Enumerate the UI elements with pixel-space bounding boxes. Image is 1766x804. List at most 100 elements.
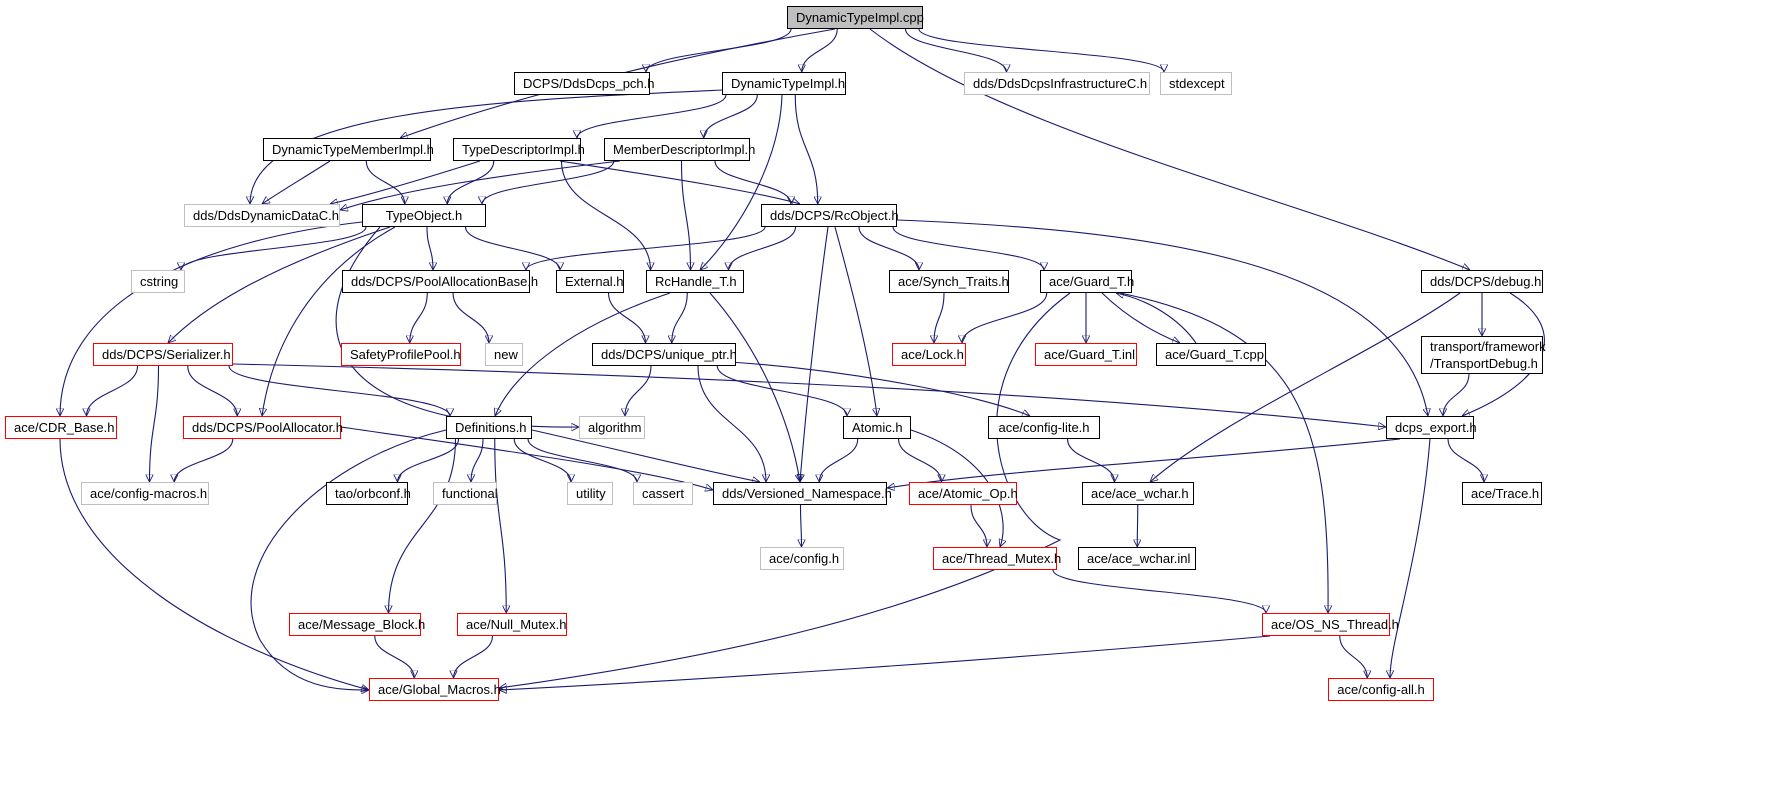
- node-null_mutex[interactable]: ace/Null_Mutex.h: [457, 613, 567, 636]
- edge-rchandle-to-versioned_namespace: [709, 292, 800, 482]
- node-external_h[interactable]: External.h: [556, 270, 624, 293]
- node-os_ns_thread[interactable]: ace/OS_NS_Thread.h: [1262, 613, 1399, 636]
- edge-definitions-to-global_macros: [250, 429, 447, 690]
- edge-root-to-stdexcept: [918, 28, 1164, 73]
- edge-guard_t_h-to-lock: [962, 292, 1048, 344]
- node-typedescriptorimpl[interactable]: TypeDescriptorImpl.h: [453, 138, 585, 161]
- edge-definitions-to-functional: [471, 438, 484, 482]
- node-functional: functional: [433, 482, 498, 505]
- node-memberdescriptorimpl[interactable]: MemberDescriptorImpl.h: [604, 138, 755, 161]
- edge-typeobject-to-poolallocator: [262, 226, 396, 416]
- edge-poolallocator-to-config_macros: [174, 438, 234, 483]
- node-infrastructurec: dds/DdsDcpsInfrastructureC.h: [964, 72, 1150, 95]
- edge-rcobject-to-dcps_export: [896, 219, 1428, 416]
- node-config_h: ace/config.h: [760, 547, 844, 570]
- edge-definitions-to-cassert: [527, 438, 637, 483]
- edge-serializer-to-poolallocator: [187, 365, 238, 417]
- edge-poolallocationbase-to-new: [452, 292, 489, 344]
- edge-typeobject-to-serializer: [168, 226, 391, 343]
- node-definitions[interactable]: Definitions.h: [446, 416, 532, 439]
- edge-thread_mutex-to-os_ns_thread: [1052, 569, 1266, 614]
- edge-config_lite-to-ace_wchar_h: [1066, 438, 1115, 483]
- edge-definitions-to-message_block: [389, 438, 457, 613]
- edge-memberdescriptorimpl-to-rcobject: [714, 160, 791, 205]
- node-ddsdcps_pch[interactable]: DCPS/DdsDcps_pch.h: [514, 72, 655, 95]
- node-guard_t_h[interactable]: ace/Guard_T.h: [1040, 270, 1134, 293]
- node-poolallocator[interactable]: dds/DCPS/PoolAllocator.h: [183, 416, 343, 439]
- edge-message_block-to-global_macros: [374, 635, 415, 679]
- edge-atomic_op-to-thread_mutex: [970, 504, 987, 547]
- edge-debug-to-ace_wchar_h: [1150, 292, 1461, 482]
- node-global_macros[interactable]: ace/Global_Macros.h: [369, 678, 501, 701]
- edge-atomic-to-atomic_op: [897, 438, 942, 483]
- node-atomic[interactable]: Atomic.h: [843, 416, 911, 439]
- edge-typeobject-to-cdr_base: [60, 221, 363, 416]
- edge-serializer-to-cdr_base: [87, 365, 139, 417]
- node-guard_t_inl[interactable]: ace/Guard_T.inl: [1035, 343, 1137, 366]
- edge-unique_ptr-to-algorithm: [625, 365, 652, 416]
- node-unique_ptr[interactable]: dds/DCPS/unique_ptr.h: [592, 343, 737, 366]
- edge-os_ns_thread-to-global_macros: [499, 635, 1271, 690]
- edge-typedescriptorimpl-to-dynamicdatac: [330, 160, 481, 204]
- edge-serializer-to-dcps_export: [232, 363, 1386, 427]
- edge-guard_t_h-to-guard_t_cpp: [1101, 292, 1180, 343]
- edge-typeobject-to-algorithm: [335, 226, 579, 427]
- edge-versioned_namespace-to-config_h: [801, 504, 802, 547]
- node-root[interactable]: DynamicTypeImpl.cpp: [787, 6, 924, 29]
- edge-root-to-ddsdcps_pch: [646, 28, 792, 73]
- edge-typedescriptorimpl-to-rcobject: [559, 160, 800, 204]
- edge-root-to-dynamictypeimpl_h: [802, 28, 838, 73]
- edge-rcobject-to-atomic: [834, 226, 877, 416]
- edge-poolallocator-to-versioned_namespace: [340, 426, 713, 490]
- edge-poolallocationbase-to-safetyprofilepool: [410, 292, 428, 343]
- node-serializer[interactable]: dds/DCPS/Serializer.h: [93, 343, 233, 366]
- node-config_all[interactable]: ace/config-all.h: [1328, 678, 1434, 701]
- edge-root-to-debug: [869, 28, 1470, 270]
- edge-definitions-to-null_mutex: [494, 438, 507, 613]
- edge-typeobject-to-cstring: [181, 226, 367, 271]
- edge-rcobject-to-rchandle: [729, 226, 797, 271]
- edge-cdr_base-to-global_macros: [59, 438, 369, 690]
- node-debug[interactable]: dds/DCPS/debug.h: [1421, 270, 1543, 293]
- node-orbconf[interactable]: tao/orbconf.h: [326, 482, 411, 505]
- edge-rcobject-to-poolallocationbase: [526, 226, 766, 271]
- edge-definitions-to-orbconf: [398, 438, 460, 483]
- node-config_lite[interactable]: ace/config-lite.h: [988, 416, 1100, 439]
- node-versioned_namespace[interactable]: dds/Versioned_Namespace.h: [713, 482, 892, 505]
- node-stdexcept: stdexcept: [1160, 72, 1232, 95]
- edge-serializer-to-definitions: [228, 365, 450, 417]
- edge-transportdebug-to-dcps_export: [1443, 373, 1470, 417]
- edge-definitions-to-utility: [513, 438, 571, 483]
- edge-serializer-to-config_macros: [150, 365, 160, 482]
- node-cdr_base[interactable]: ace/CDR_Base.h: [5, 416, 117, 439]
- node-atomic_op[interactable]: ace/Atomic_Op.h: [909, 482, 1018, 505]
- node-dynamictypememberimpl[interactable]: DynamicTypeMemberImpl.h: [263, 138, 434, 161]
- node-typeobject[interactable]: TypeObject.h: [362, 204, 486, 227]
- node-ace_wchar_h[interactable]: ace/ace_wchar.h: [1082, 482, 1194, 505]
- node-dynamictypeimpl_h[interactable]: DynamicTypeImpl.h: [722, 72, 846, 95]
- node-cstring: cstring: [131, 270, 185, 293]
- node-ace_wchar_inl[interactable]: ace/ace_wchar.inl: [1078, 547, 1196, 570]
- edge-dynamictypeimpl_h-to-rchandle: [700, 94, 783, 270]
- node-rcobject[interactable]: dds/DCPS/RcObject.h: [761, 204, 899, 227]
- edge-dcps_export-to-trace: [1447, 438, 1484, 483]
- node-lock[interactable]: ace/Lock.h: [892, 343, 966, 366]
- edge-root-to-infrastructurec: [904, 28, 1007, 73]
- node-poolallocationbase[interactable]: dds/DCPS/PoolAllocationBase.h: [342, 270, 538, 293]
- node-rchandle[interactable]: RcHandle_T.h: [646, 270, 744, 293]
- node-transportdebug[interactable]: transport/framework/TransportDebug.h: [1421, 336, 1546, 374]
- edge-unique_ptr-to-atomic: [716, 365, 847, 417]
- edge-rchandle-to-definitions: [495, 292, 671, 416]
- node-guard_t_cpp[interactable]: ace/Guard_T.cpp: [1156, 343, 1266, 366]
- node-safetyprofilepool[interactable]: SafetyProfilePool.h: [341, 343, 461, 366]
- node-dcps_export[interactable]: dcps_export.h: [1386, 416, 1477, 439]
- node-message_block[interactable]: ace/Message_Block.h: [289, 613, 425, 636]
- node-trace[interactable]: ace/Trace.h: [1462, 482, 1542, 505]
- edge-typeobject-to-poolallocationbase: [426, 226, 433, 270]
- edge-rcobject-to-guard_t_h: [892, 226, 1044, 271]
- node-synch_traits[interactable]: ace/Synch_Traits.h: [889, 270, 1009, 293]
- node-thread_mutex[interactable]: ace/Thread_Mutex.h: [933, 547, 1061, 570]
- edge-typedescriptorimpl-to-rchandle: [560, 160, 651, 270]
